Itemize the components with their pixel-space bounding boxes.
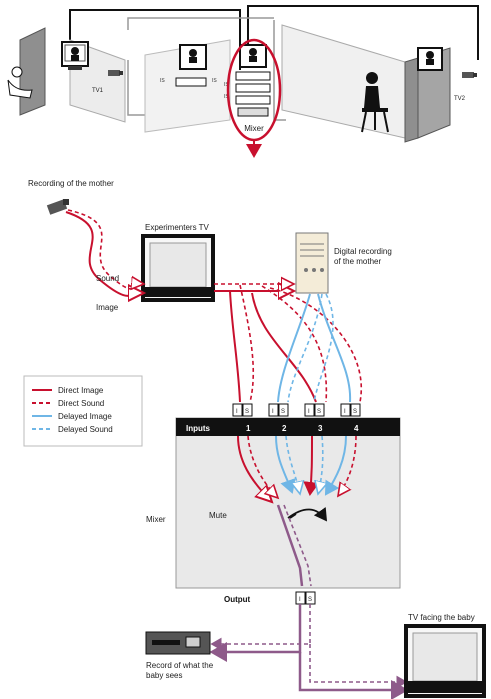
mixer-panel xyxy=(175,417,401,589)
direct-image-to-input3 xyxy=(251,292,317,403)
output-sound-path xyxy=(283,504,312,587)
recording-mother-label: Recording of the mother xyxy=(28,179,114,188)
record-label-2: baby sees xyxy=(146,671,182,680)
inputs-bar xyxy=(176,418,400,436)
digital-recording-label-2: of the mother xyxy=(334,257,381,266)
output-label: Output xyxy=(224,595,251,604)
middle-recorder xyxy=(175,77,207,87)
legend: Direct Image Direct Sound Delayed Image … xyxy=(23,375,143,447)
mixer-direct-sound-4 xyxy=(338,435,357,496)
output-to-recorder-sound xyxy=(210,604,311,651)
delayed-image-to-input4 xyxy=(317,293,352,403)
mute-label: Mute xyxy=(209,511,227,520)
tv-facing-baby-label: TV facing the baby xyxy=(408,613,475,622)
inputs-title: Inputs xyxy=(186,424,211,433)
direct-sound-to-input1 xyxy=(239,284,255,403)
signal-mark-1: IS xyxy=(160,78,165,84)
legend-direct-image: Direct Image xyxy=(58,386,104,395)
right-partition xyxy=(404,57,419,143)
port-4-i: I xyxy=(344,409,346,415)
mixer-highlight-label: Mixer xyxy=(244,124,264,133)
camera-icon xyxy=(46,199,69,215)
computer-icon xyxy=(295,232,329,294)
camera-right-icon xyxy=(462,72,477,78)
mother-figure-icon xyxy=(361,72,389,133)
switch-arc-icon xyxy=(287,507,328,522)
legend-delayed-image: Delayed Image xyxy=(58,412,112,421)
direct-image-to-input1 xyxy=(229,290,241,403)
delayed-sound-to-input2 xyxy=(287,293,323,403)
digital-recording-label-1: Digital recording xyxy=(334,247,392,256)
mixer-delayed-image-4 xyxy=(324,435,347,496)
experimenters-tv-label: Experimenters TV xyxy=(145,223,210,232)
delayed-sound-to-input3b xyxy=(313,293,334,403)
port-4-s: S xyxy=(353,409,357,415)
port-2-s: S xyxy=(281,409,285,415)
legend-box xyxy=(23,375,143,447)
left-tv-icon xyxy=(61,41,89,70)
port-1-s: S xyxy=(245,409,249,415)
input-channel-2: 2 xyxy=(282,424,287,433)
output-to-tv-sound xyxy=(309,644,408,689)
direct-sound-path-in xyxy=(67,209,144,289)
input-channel-1: 1 xyxy=(246,424,251,433)
left-partition xyxy=(19,27,46,116)
output-to-tv-image xyxy=(298,652,409,699)
middle-tv-icon xyxy=(179,44,207,70)
camera-left-icon xyxy=(108,70,123,76)
sound-label: Sound xyxy=(96,274,119,283)
record-label-1: Record of what the xyxy=(146,661,214,670)
legend-direct-sound: Direct Sound xyxy=(58,399,104,408)
right-tv-icon xyxy=(417,47,443,71)
image-label: Image xyxy=(96,303,119,312)
direct-image-path-in xyxy=(65,211,144,296)
legend-delayed-sound: Delayed Sound xyxy=(58,425,113,434)
direct-sound-to-input4 xyxy=(269,287,363,403)
direct-sound-to-input3 xyxy=(261,285,328,403)
input-ports: I S I S I S I S xyxy=(232,403,361,417)
delayed-image-to-input2 xyxy=(277,293,311,403)
output-image-path xyxy=(276,504,304,587)
tv-right-label: TV2 xyxy=(454,96,466,102)
experimenters-tv-icon xyxy=(141,234,215,302)
tv-left-label: TV1 xyxy=(92,88,104,94)
signal-mark-4: IS xyxy=(224,94,229,100)
output-port-i: I xyxy=(299,597,301,603)
baby-tv-icon xyxy=(404,624,486,698)
setup-scene: TV1 IS IS IS IS Mixer xyxy=(7,5,479,158)
baby-seat-icon xyxy=(7,66,33,99)
mixer-tower-icon xyxy=(235,44,271,117)
port-1-i: I xyxy=(236,409,238,415)
port-3-i: I xyxy=(308,409,310,415)
input-channel-4: 4 xyxy=(354,424,359,433)
output-ports: I S xyxy=(295,591,316,605)
port-2-i: I xyxy=(272,409,274,415)
signal-mark-3: IS xyxy=(224,82,229,88)
port-3-s: S xyxy=(317,409,321,415)
mixer-label: Mixer xyxy=(146,515,166,524)
output-port-s: S xyxy=(308,597,312,603)
input-channel-3: 3 xyxy=(318,424,323,433)
signal-mark-2: IS xyxy=(212,78,217,84)
video-recorder-icon xyxy=(145,631,211,655)
mixer-direct-sound-1 xyxy=(247,435,278,498)
mixer-direct-image-3 xyxy=(303,435,320,496)
mixer-delayed-sound-2 xyxy=(285,435,300,494)
